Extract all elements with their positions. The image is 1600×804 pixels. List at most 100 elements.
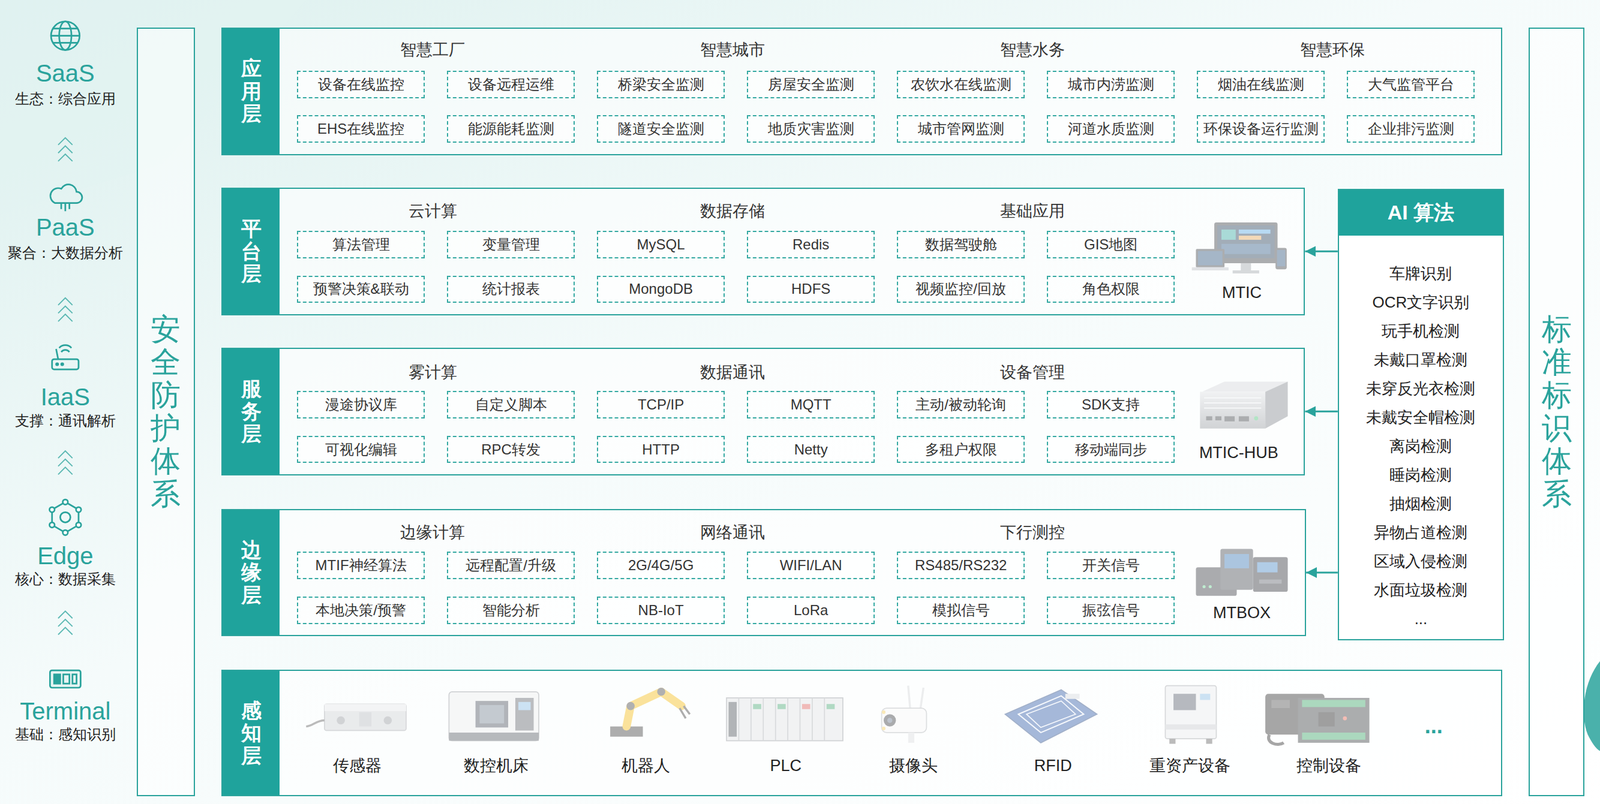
feature-text: 城市管网监测 xyxy=(917,119,1005,139)
sensor-name: 摄像头 xyxy=(889,755,938,777)
layer-tab: 平台层 xyxy=(222,188,280,315)
feature-box: 模拟信号 xyxy=(896,596,1025,625)
algorithm-item: 玩手机检测 xyxy=(1339,316,1503,346)
feature-box: 角色权限 xyxy=(1046,275,1175,304)
feature-text: 房屋安全监测 xyxy=(767,74,855,95)
system-band: 标准标识体系 xyxy=(1528,27,1586,797)
feature-text: MTIF神经算法 xyxy=(315,556,407,576)
feature-box: Redis xyxy=(746,230,875,259)
feature-box: SDK支持 xyxy=(1046,391,1175,419)
feature-text: 本地决策/预警 xyxy=(315,601,407,621)
feature-text: 隧道安全监测 xyxy=(617,119,705,139)
feature-box: Netty xyxy=(746,436,875,464)
feature-text: NB-IoT xyxy=(638,602,684,620)
feature-box: 算法管理 xyxy=(296,230,425,259)
algorithm-item: 抽烟检测 xyxy=(1339,489,1503,519)
layer-tab: 边缘层 xyxy=(222,510,280,636)
layer-title: 边缘层 xyxy=(241,539,262,607)
tier-name: SaaS xyxy=(35,59,95,87)
feature-box: HDFS xyxy=(746,275,875,304)
tier-name: IaaS xyxy=(40,383,90,411)
feature-box: 房屋安全监测 xyxy=(746,70,875,99)
sensor-name: 机器人 xyxy=(621,755,671,777)
layer-title: 服务层 xyxy=(241,377,262,446)
feature-box: 能源能耗监测 xyxy=(446,115,575,143)
group-heading: 下行测控 xyxy=(1000,521,1065,544)
tier-icons xyxy=(49,522,55,528)
feature-text: Redis xyxy=(792,236,830,254)
group-heading: 基础应用 xyxy=(1000,200,1065,222)
feature-box: RPC转发 xyxy=(446,436,575,464)
chevron-stack xyxy=(58,298,73,322)
feature-text: 企业排污监测 xyxy=(1367,119,1455,139)
tier-note: 支撑：通讯解析 xyxy=(14,411,116,431)
feature-box: 河道水质监测 xyxy=(1046,115,1175,143)
algorithm-item: ... xyxy=(1339,604,1503,634)
feature-text: 自定义脚本 xyxy=(475,395,548,415)
feature-box: EHS在线监控 xyxy=(296,115,425,143)
algorithm-item: 异物占道检测 xyxy=(1339,518,1503,548)
tier-icons xyxy=(61,203,70,212)
tier-icons xyxy=(59,345,72,353)
feature-box: MQTT xyxy=(746,391,875,419)
algorithm-item: 未戴口罩检测 xyxy=(1339,345,1503,375)
feature-box: 农饮水在线监测 xyxy=(896,70,1025,99)
feature-text: GIS地图 xyxy=(1084,235,1138,255)
feature-box: MongoDB xyxy=(596,275,725,304)
feature-text: 振弦信号 xyxy=(1082,601,1140,621)
group-heading: 智慧城市 xyxy=(700,38,765,61)
group-heading: 设备管理 xyxy=(1000,361,1065,384)
feature-text: 变量管理 xyxy=(482,235,540,255)
more-mark: ... xyxy=(1424,713,1443,740)
tier-icons xyxy=(50,34,80,37)
algorithm-item: 离岗检测 xyxy=(1339,431,1503,461)
feature-box: 大气监管平台 xyxy=(1346,70,1475,99)
feature-box: 统计报表 xyxy=(446,275,575,304)
feature-text: 算法管理 xyxy=(332,235,390,255)
group-heading: 云计算 xyxy=(408,200,458,222)
group-heading: 雾计算 xyxy=(408,361,458,384)
algorithm-panel: AI 算法车牌识别OCR文字识别玩手机检测未戴口罩检测未穿反光衣检测未戴安全帽检… xyxy=(1337,188,1505,642)
system-band: 安全防护体系 xyxy=(136,27,195,797)
tier-icons xyxy=(49,507,55,513)
feature-text: MongoDB xyxy=(628,280,693,298)
tier-icons xyxy=(62,674,69,684)
feature-text: Netty xyxy=(794,441,828,459)
feature-text: 智能分析 xyxy=(482,601,540,621)
tier-icons xyxy=(50,21,80,51)
tier-icons xyxy=(49,21,82,689)
layer-tab: 感知层 xyxy=(222,671,280,796)
algorithm-item: 睡岗检测 xyxy=(1339,460,1503,490)
page-ground xyxy=(1583,661,1600,752)
algorithm-header: AI 算法 xyxy=(1339,190,1503,237)
tier-icons xyxy=(62,499,69,506)
feature-text: 漫途协议库 xyxy=(325,395,398,415)
layer-title: 感知层 xyxy=(241,700,262,768)
feature-text: MySQL xyxy=(637,236,686,254)
feature-text: 多租户权限 xyxy=(925,440,998,460)
group-heading: 智慧环保 xyxy=(1300,38,1365,61)
feature-text: RS485/RS232 xyxy=(914,557,1007,575)
algorithm-list: 车牌识别OCR文字识别玩手机检测未戴口罩检测未穿反光衣检测未戴安全帽检测离岗检测… xyxy=(1339,235,1503,634)
feature-box: 城市内涝监测 xyxy=(1046,70,1175,99)
feature-box: 多租户权限 xyxy=(896,436,1025,464)
feature-text: MQTT xyxy=(790,396,832,414)
algorithm-item: 车牌识别 xyxy=(1339,259,1503,288)
tier-icons xyxy=(59,512,71,523)
feature-box: 环保设备运行监测 xyxy=(1196,115,1325,143)
tier-icons xyxy=(50,184,83,204)
feed-arrow xyxy=(1304,250,1338,253)
group-heading: 智慧水务 xyxy=(1000,38,1065,61)
feature-box: 企业排污监测 xyxy=(1346,115,1475,143)
group-heading: 数据存储 xyxy=(700,200,765,222)
feature-box: 主动/被动轮询 xyxy=(896,391,1025,419)
device-name: MTIC-HUB xyxy=(1199,443,1279,463)
sensor-name: 数控机床 xyxy=(463,755,529,777)
tier-icons xyxy=(53,674,60,684)
layer-tab: 应用层 xyxy=(222,28,280,155)
feature-text: HTTP xyxy=(641,441,680,459)
feature-text: WIFI/LAN xyxy=(779,557,843,575)
